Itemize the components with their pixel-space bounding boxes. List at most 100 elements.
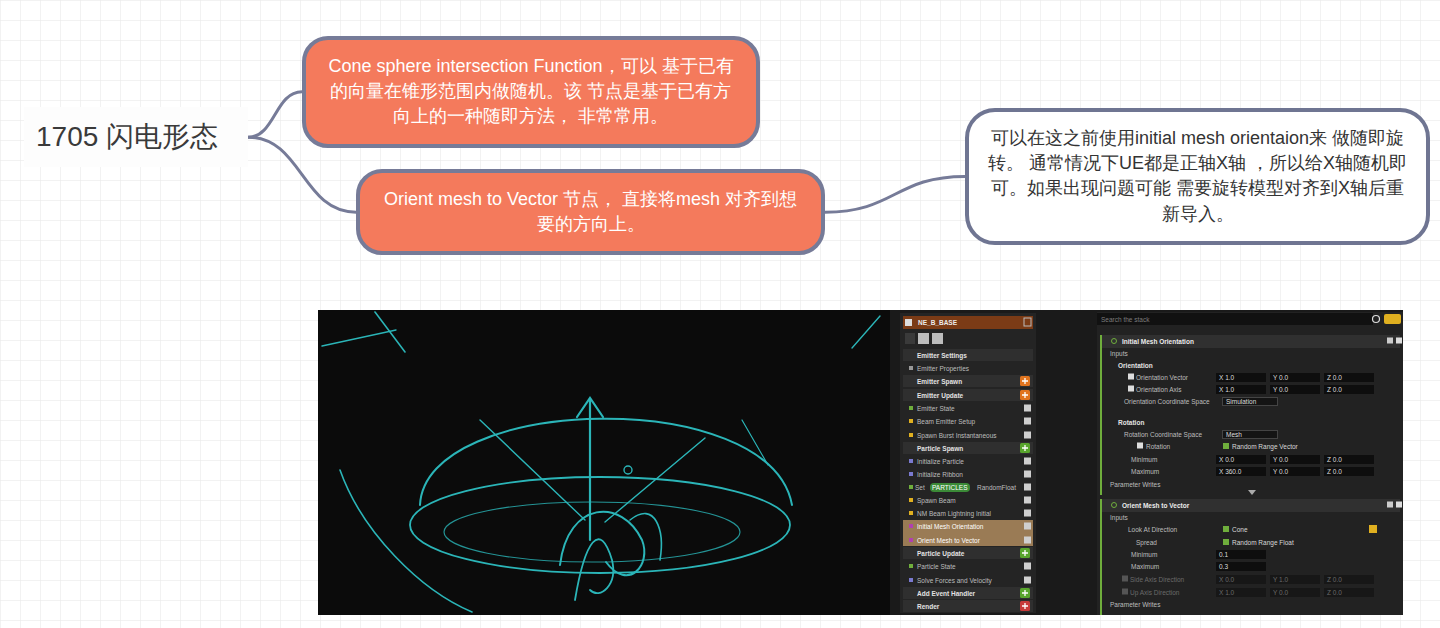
ui-label: Initial Mesh Orientation xyxy=(1122,337,1194,346)
module-accent xyxy=(1100,499,1102,615)
module-header xyxy=(1100,499,1400,512)
icon xyxy=(905,333,915,344)
ui-label: Y 1.0 xyxy=(1270,575,1320,584)
section-row xyxy=(903,547,1033,559)
row-icon xyxy=(909,419,913,423)
section-row xyxy=(903,442,1033,454)
connector xyxy=(825,176,965,212)
row-icon xyxy=(909,538,913,542)
ui-label: Parameter Writes xyxy=(1110,600,1160,609)
icon xyxy=(932,333,943,344)
lightning-figure xyxy=(322,312,880,612)
checkbox xyxy=(1122,576,1128,582)
add-button xyxy=(1020,601,1030,611)
viewport xyxy=(318,310,890,615)
function-icon xyxy=(1223,539,1229,545)
checkbox xyxy=(1024,523,1031,530)
ui-label: Particle Update xyxy=(917,549,964,558)
bolt xyxy=(322,330,396,346)
ui-label: Add Event Handler xyxy=(917,589,975,598)
row-icon xyxy=(909,433,913,437)
ui-label: Rotation xyxy=(1118,418,1144,427)
section-row xyxy=(903,375,1033,387)
ui-label: Rotation xyxy=(1146,442,1170,451)
ui-label: Parameter Writes xyxy=(1110,480,1160,489)
node-text: 1705 闪电形态 xyxy=(36,119,218,155)
ui-label: Rotation Coordinate Space xyxy=(1124,430,1202,439)
ui-label: 0.3 xyxy=(1216,562,1266,571)
bolt xyxy=(560,512,644,575)
emitter-header xyxy=(903,316,1033,329)
ui-label: X 1.0 xyxy=(1216,588,1266,597)
ui-label: Z 0.0 xyxy=(1324,588,1374,597)
ui-label: Initialize Ribbon xyxy=(917,470,963,479)
ui-label: Orientation xyxy=(1118,361,1153,370)
module-accent xyxy=(1100,335,1102,495)
ui-label: Emitter State xyxy=(917,404,955,413)
row-icon xyxy=(909,406,913,410)
ui-label: Z 0.0 xyxy=(1324,575,1374,584)
module-dot xyxy=(1112,339,1117,344)
connector xyxy=(248,92,302,137)
plus-sign xyxy=(1022,378,1028,384)
checkbox xyxy=(1024,497,1031,504)
stack-panel xyxy=(1097,312,1403,615)
checkbox xyxy=(1024,484,1031,491)
plus-sign xyxy=(1022,445,1028,451)
ui-label: Emitter Update xyxy=(917,391,963,400)
checkbox xyxy=(905,319,912,326)
ui-label: X 0.0 xyxy=(1216,455,1266,464)
function-icon xyxy=(1223,526,1229,532)
ui-label: Orientation Axis xyxy=(1136,385,1182,394)
ui-label: PARTICLES xyxy=(930,483,970,492)
function-icon xyxy=(1223,443,1229,449)
node-text: 可以在这之前使用initial mesh orientaion来 做随即旋转。 … xyxy=(987,126,1408,227)
editor-panel xyxy=(890,310,1403,615)
checkbox xyxy=(1024,418,1031,425)
ui-label: Spawn Beam xyxy=(917,496,956,505)
row-icon xyxy=(909,366,913,370)
ui-label: 0.1 xyxy=(1216,550,1266,559)
checkbox xyxy=(1396,338,1402,344)
plus-sign xyxy=(1022,392,1028,398)
ui-label: Orient Mesh to Vector xyxy=(917,536,980,545)
topic-box: Orient mesh to Vector 节点， 直接将mesh 对齐到想要的… xyxy=(356,169,825,255)
ui-label: Render xyxy=(917,602,939,611)
checkbox xyxy=(1128,386,1134,392)
checkbox xyxy=(1024,563,1031,570)
section-row xyxy=(903,587,1033,599)
ui-label: Orientation Vector xyxy=(1136,373,1188,382)
checkbox xyxy=(1128,374,1134,380)
root-topic: 1705 闪电形态 xyxy=(24,107,248,167)
ui-label: Y 0.0 xyxy=(1270,455,1320,464)
row-icon xyxy=(909,524,913,528)
ui-label: Random Range Vector xyxy=(1232,442,1298,451)
ui-label: Y 0.0 xyxy=(1270,588,1320,597)
ui-label: Search the stack xyxy=(1101,315,1149,324)
ui-label: Z 0.0 xyxy=(1324,455,1374,464)
ui-label: X 360.0 xyxy=(1216,467,1266,476)
plus-sign xyxy=(1022,590,1028,596)
plus-sign xyxy=(1022,603,1028,609)
bolt xyxy=(742,420,768,465)
base-ring xyxy=(410,477,790,573)
add-button xyxy=(1020,390,1030,400)
module-header xyxy=(1100,335,1400,348)
ui-label: Simulation xyxy=(1222,397,1278,406)
selected-rows xyxy=(903,520,1033,546)
node-text: Orient mesh to Vector 节点， 直接将mesh 对齐到想要的… xyxy=(380,187,801,237)
inner-ring xyxy=(444,502,740,562)
checkbox xyxy=(1396,502,1402,508)
ui-label: X 1.0 xyxy=(1216,385,1266,394)
connector xyxy=(248,137,356,212)
ui-label: Emitter Settings xyxy=(917,351,967,360)
bolt xyxy=(480,420,585,520)
ui-label: RandomFloat xyxy=(977,483,1016,492)
emitter-stack-panel xyxy=(900,313,1036,613)
checkbox xyxy=(1024,537,1031,544)
plus-sign xyxy=(1022,550,1028,556)
bolt xyxy=(852,316,880,348)
ui-label: Initialize Particle xyxy=(917,457,964,466)
bolt xyxy=(575,539,613,600)
